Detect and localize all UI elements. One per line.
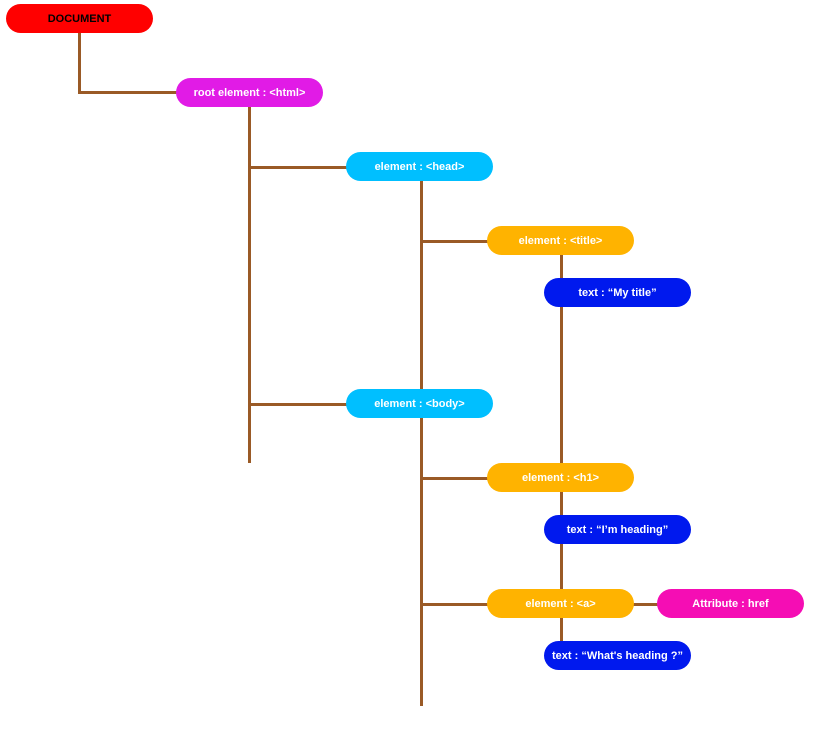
connector-html-body: [248, 403, 348, 406]
a-element-node: element : <a>: [487, 589, 634, 618]
a-text-node: text : “What's heading ?”: [544, 641, 691, 670]
connector-body-a: [420, 603, 488, 606]
h1-text-node: text : “I’m heading”: [544, 515, 691, 544]
title-element-node: element : <title>: [487, 226, 634, 255]
connector-a-attr: [632, 603, 658, 606]
connector-h1text-a: [560, 543, 563, 590]
connector-title-text: [560, 254, 563, 279]
h1-element-node: element : <h1>: [487, 463, 634, 492]
head-element-node: element : <head>: [346, 152, 493, 181]
href-attribute-node: Attribute : href: [657, 589, 804, 618]
connector-html-head: [248, 166, 348, 169]
connector-document: [78, 32, 81, 94]
connector-body-h1: [420, 477, 488, 480]
connector-document-html: [78, 91, 178, 94]
connector-head-title: [420, 240, 488, 243]
connector-body-trunk: [420, 418, 423, 706]
document-node: DOCUMENT: [6, 4, 153, 33]
body-element-node: element : <body>: [346, 389, 493, 418]
connector-head-trunk: [420, 181, 423, 390]
connector-h1-text: [560, 491, 563, 516]
connector-a-text: [560, 617, 563, 642]
connector-html-trunk: [248, 107, 251, 463]
title-text-node: text : “My title”: [544, 278, 691, 307]
connector-text-h1: [560, 306, 563, 463]
html-root-node: root element : <html>: [176, 78, 323, 107]
